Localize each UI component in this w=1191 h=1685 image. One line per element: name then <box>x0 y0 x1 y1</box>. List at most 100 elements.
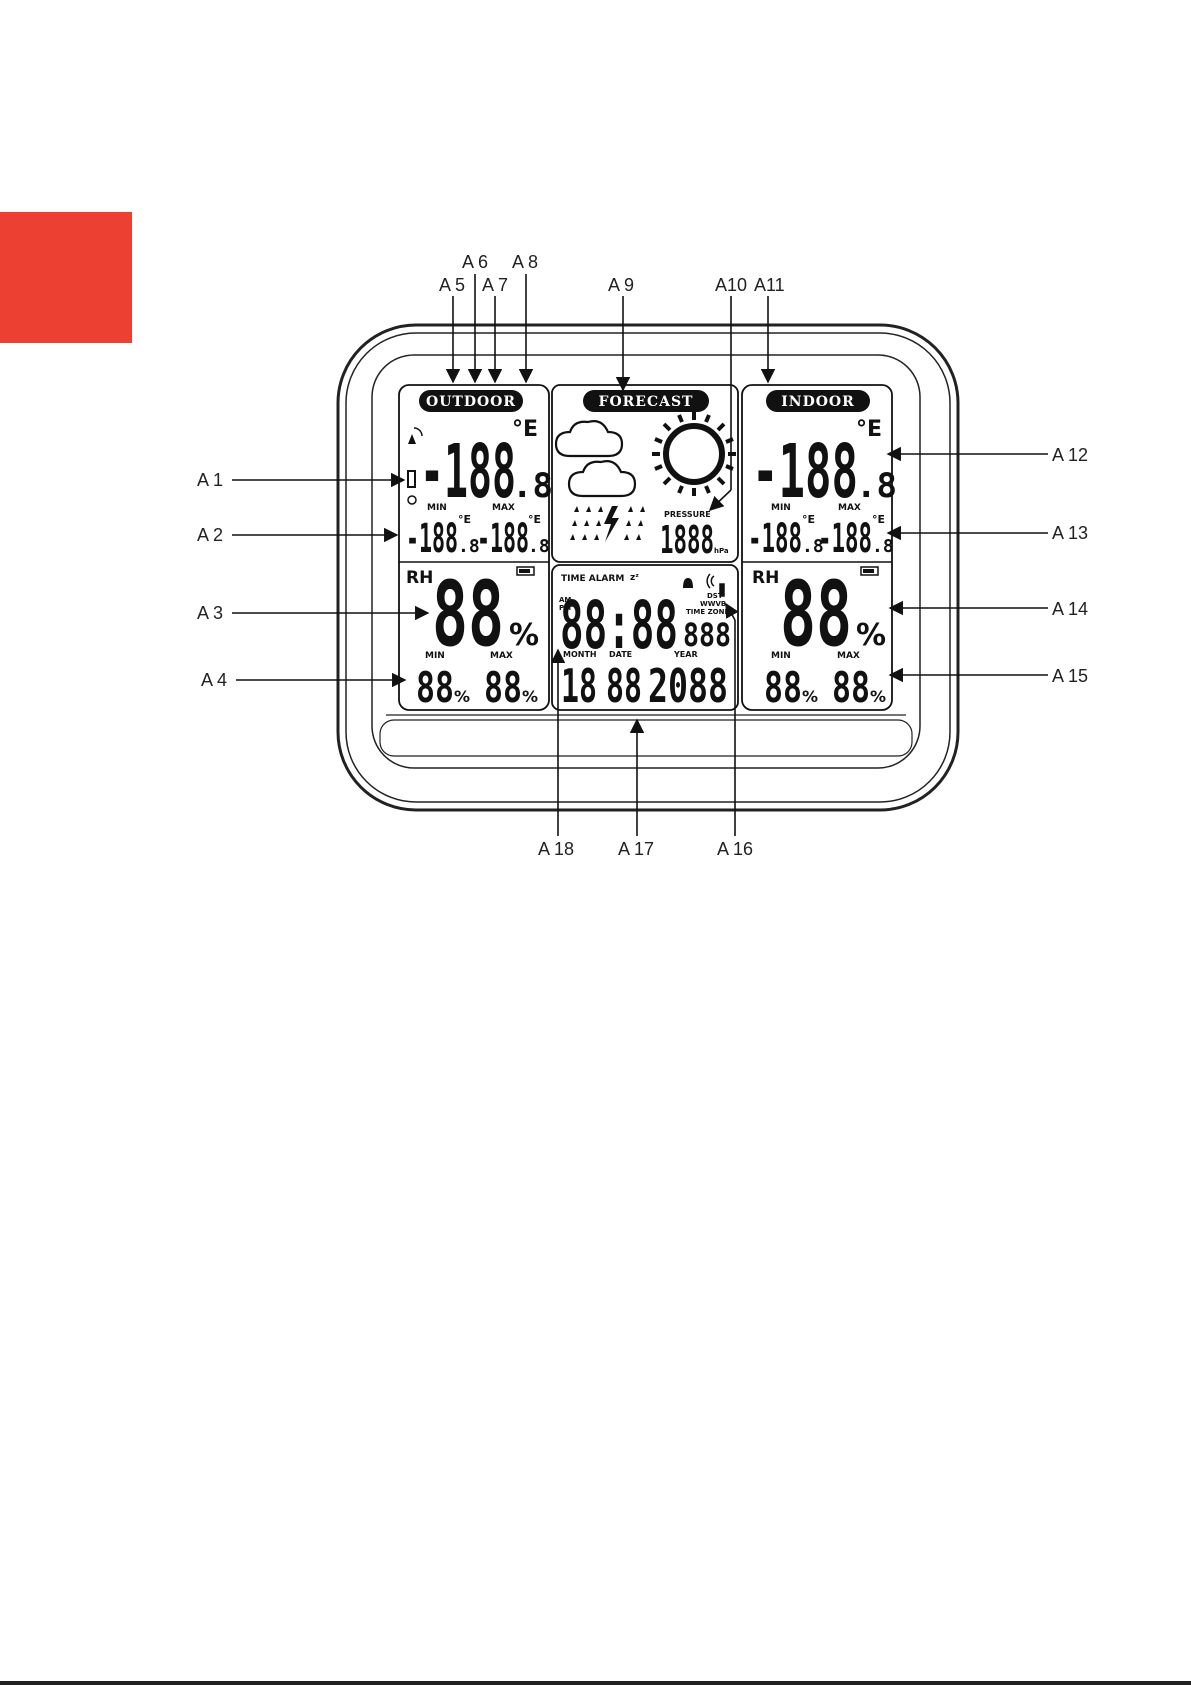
callout-a15: A 15 <box>1052 666 1088 686</box>
indoor-rh-min: 88 <box>764 663 802 712</box>
outdoor-panel <box>398 384 550 711</box>
indoor-min-temp: -188 <box>748 516 802 562</box>
battery-icon <box>860 566 879 576</box>
outdoor-rh-max-label: MAX <box>490 651 513 661</box>
outdoor-max-label: MAX <box>492 503 515 513</box>
indoor-rh-max: 88 <box>832 663 870 712</box>
indoor-rh-percent: % <box>856 618 886 653</box>
clock-mode-label: TIME ALARM <box>561 574 624 584</box>
callout-a11: A11 <box>754 275 785 295</box>
outdoor-min-decimal: .8 <box>458 536 480 557</box>
indoor-rh-min-percent: % <box>802 687 818 706</box>
outdoor-section: OUTDOOR -188 .8 °E MIN MAX -188 .8 °E -1… <box>399 390 553 712</box>
bell-icon <box>683 578 693 588</box>
year-value: 2088 <box>648 659 728 713</box>
time-zone-value: 888 <box>683 616 731 654</box>
outdoor-rh-max: 88 <box>484 663 522 712</box>
callout-a6: A 6 <box>462 252 488 272</box>
outdoor-temp-unit: °E <box>512 417 538 442</box>
forecast-section: FORECAST PRESSURE 1888 hP <box>554 390 736 562</box>
callout-a18: A 18 <box>538 839 574 859</box>
callout-a14: A 14 <box>1052 599 1088 619</box>
indoor-rh: 88 <box>780 562 852 667</box>
callout-a16: A 16 <box>717 839 753 859</box>
outdoor-min-temp: -188 <box>406 516 458 562</box>
cloud-icon <box>554 420 637 498</box>
outdoor-rh: 88 <box>432 562 504 667</box>
outdoor-max-decimal: .8 <box>528 536 550 557</box>
time-zone-label: TIME ZONE <box>686 608 729 616</box>
antenna-icon <box>408 427 423 444</box>
callout-a17: A 17 <box>618 839 654 859</box>
lightning-icon <box>604 506 619 542</box>
indoor-max-decimal: .8 <box>872 536 894 557</box>
pressure-label: PRESSURE <box>664 510 711 519</box>
month-label: MONTH <box>563 650 597 659</box>
indoor-rh-max-percent: % <box>870 687 886 706</box>
device-frame <box>336 323 960 812</box>
indoor-rh-label: RH <box>752 568 779 588</box>
forecast-title: FORECAST <box>599 394 694 410</box>
callout-a12: A 12 <box>1052 445 1088 465</box>
outdoor-temp: -188 <box>420 429 516 515</box>
callout-a1: A 1 <box>197 470 223 490</box>
month-value: 18 <box>561 659 597 713</box>
pressure-unit: hPa <box>714 547 729 555</box>
thermometer-icon <box>407 470 416 488</box>
wwvb-label: WWVB <box>700 600 726 608</box>
outdoor-min-label: MIN <box>427 503 447 513</box>
clock-time: 88:88 <box>560 587 678 664</box>
pressure-value: 1888 <box>660 518 714 562</box>
callout-a10: A10 <box>715 275 747 295</box>
date-label: DATE <box>609 650 632 659</box>
outdoor-max-unit: °E <box>528 513 541 526</box>
indoor-max-unit: °E <box>872 513 885 526</box>
callout-a2: A 2 <box>197 525 223 545</box>
outdoor-rh-min-label: MIN <box>425 651 445 661</box>
date-value: 88 <box>606 659 642 713</box>
indoor-rh-max-label: MAX <box>837 651 860 661</box>
leader-lines <box>232 274 1048 836</box>
indoor-min-label: MIN <box>771 503 791 513</box>
indoor-max-label: MAX <box>838 503 861 513</box>
clock-panel <box>551 564 739 711</box>
outdoor-rh-max-percent: % <box>522 687 538 706</box>
sun-icon <box>652 412 736 496</box>
indoor-temp-decimal: .8 <box>856 466 897 506</box>
outdoor-rh-min-percent: % <box>454 687 470 706</box>
callout-a5: A 5 <box>439 275 465 295</box>
indoor-rh-min-label: MIN <box>771 651 791 661</box>
indoor-temp-unit: °E <box>856 417 882 442</box>
refresh-icon <box>407 495 417 505</box>
outdoor-rh-label: RH <box>406 568 433 588</box>
indoor-max-temp: -188 <box>818 516 872 562</box>
indoor-panel <box>741 384 893 711</box>
dst-label: DST <box>707 592 723 600</box>
outdoor-max-temp: -188 <box>477 516 529 562</box>
indoor-title: INDOOR <box>781 394 855 410</box>
callout-a7: A 7 <box>482 275 508 295</box>
clock-section: TIME ALARM zᶻ DST WWVB AM PM 88:88 TIME … <box>559 573 731 713</box>
callout-a3: A 3 <box>197 603 223 623</box>
snooze-zz: zᶻ <box>630 573 639 583</box>
am-label: AM <box>559 596 571 604</box>
outdoor-rh-percent: % <box>509 618 539 653</box>
callout-a9: A 9 <box>608 275 634 295</box>
indoor-min-unit: °E <box>802 513 815 526</box>
year-label: YEAR <box>673 650 698 659</box>
callout-a4: A 4 <box>201 670 227 690</box>
indoor-min-decimal: .8 <box>802 536 824 557</box>
pm-label: PM <box>559 604 571 612</box>
outdoor-temp-decimal: .8 <box>512 466 553 506</box>
red-section-tab <box>0 212 132 343</box>
battery-icon <box>516 566 535 576</box>
indoor-section: INDOOR -188 .8 °E MIN MAX -188 .8 °E -18… <box>742 390 897 712</box>
page-bottom-rule <box>0 1681 1191 1685</box>
rain-icon <box>570 506 645 540</box>
outdoor-title: OUTDOOR <box>426 394 516 410</box>
callout-a13: A 13 <box>1052 523 1088 543</box>
forecast-panel <box>551 384 739 563</box>
outdoor-min-unit: °E <box>458 513 471 526</box>
lcd-panels <box>398 384 893 711</box>
